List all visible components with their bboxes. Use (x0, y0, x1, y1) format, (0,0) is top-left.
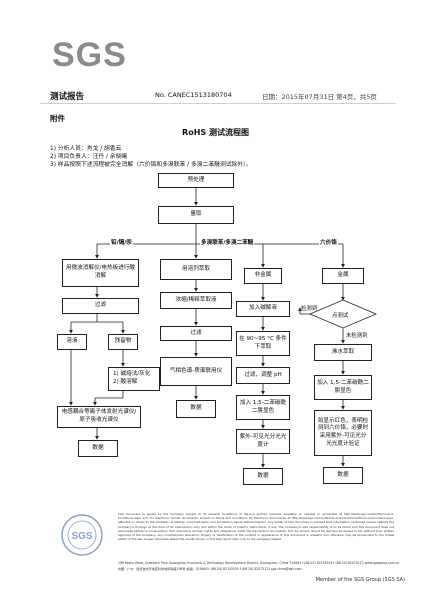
spot-test-diamond (308, 299, 378, 329)
box-pretreatment: 预处理 (158, 173, 234, 188)
box-nonmetal: 非金属 (244, 268, 282, 284)
box-alkali-fusion: 1) 碱熔法/灰化 2) 酸溶解 (108, 367, 160, 391)
box-heat-extraction: 在 90~95 °C 条件下萃取 (236, 331, 290, 356)
footer-member-line: Member of the SGS Group (SGS SA) (315, 577, 405, 583)
label-lead-cd-hg: 铅/镉/汞 (110, 238, 133, 246)
box-cr-nonmetal-data: 数据 (243, 468, 283, 485)
box-cr-metal-data: 数据 (323, 467, 363, 484)
label-pbb-pbde: 多溴联苯/多溴二苯醚 (200, 238, 255, 246)
box-acid-digestion: 用微波消解仪/电热板进行酸消解 (62, 259, 139, 287)
box-gcms: 气相色谱-质谱联用仪 (160, 357, 232, 386)
sgs-logo: SGS (52, 36, 127, 74)
box-add-alkaline-solution: 加入碱解液 (236, 301, 290, 317)
header-divider (40, 103, 396, 104)
box-pbb-data: 数据 (176, 400, 216, 418)
box-icp-aas: 电感耦合等离子体发射光谱仪/原子吸收光谱仪 (57, 406, 141, 428)
note-analyst: 1) 分析人员：肖戈 / 胡香云 (50, 146, 122, 152)
flowchart-title: RoHS 测试流程图 (182, 128, 249, 137)
report-number: No. CANEC1513180704 (155, 91, 232, 99)
report-date-page: 日期：2015年07月31日 第4页，共5页 (262, 93, 377, 101)
box-weigh: 量取 (158, 206, 234, 224)
label-spot-test: 点测试 (332, 313, 349, 319)
box-color-comparison: 如显示红色，表明检测到六价铬，必要时采用紫外-可见光分光光度计验证 (314, 410, 372, 456)
note-sample-digestion: 3) 样品按照下述流程被完全消解（六价铬和多溴联苯 / 多溴二苯醚测试除外）。 (50, 162, 252, 168)
report-title: 测试报告 (50, 92, 85, 102)
box-boiling-water-extraction: 沸水萃取 (314, 344, 372, 361)
label-not-detected: 未检测到 (346, 333, 368, 339)
box-lead-data: 数据 (78, 440, 118, 457)
box-solvent-extraction: 用溶剂萃取 (160, 259, 232, 280)
footer-address-cn: 中国 · 广州 · 经济技术开发区科学城科珠路198号 邮编：510663 t … (118, 567, 302, 571)
note-project-lead: 2) 项目负责人：汪丹 / 余晓曦 (50, 154, 128, 160)
box-residue: 残留物 (108, 334, 138, 350)
svg-text:SGS: SGS (71, 531, 92, 542)
box-metal: 金属 (322, 268, 364, 284)
sgs-seal-stamp: SGS (61, 514, 103, 556)
label-hexavalent-chromium: 六价铬 (319, 238, 338, 246)
appendix-heading: 附件 (50, 114, 65, 123)
box-uv-vis: 紫外-可见光分光光度计 (236, 429, 290, 454)
footer-address-en: 198 Kezhu Road, Scientech Park Guangzhou… (118, 561, 400, 565)
box-add-diphenylcarbazide: 加入 1,5-二苯碳酰二肼显色 (236, 395, 290, 420)
box-pbb-filter: 过滤 (160, 326, 232, 341)
footer-legal-text: This document is issued by the Company s… (118, 512, 394, 542)
box-solution: 溶液 (57, 334, 87, 350)
box-add-diphenylcarbazide-metal: 加入 1,5-二苯碳酰二肼显色 (314, 375, 372, 400)
box-lead-filter: 过滤 (62, 298, 139, 314)
box-filter-adjust-ph: 过滤，调整 pH (236, 367, 290, 384)
box-concentrate-dilute: 浓缩/稀释萃取液 (160, 292, 232, 309)
label-detected: 检测到 (301, 306, 318, 312)
